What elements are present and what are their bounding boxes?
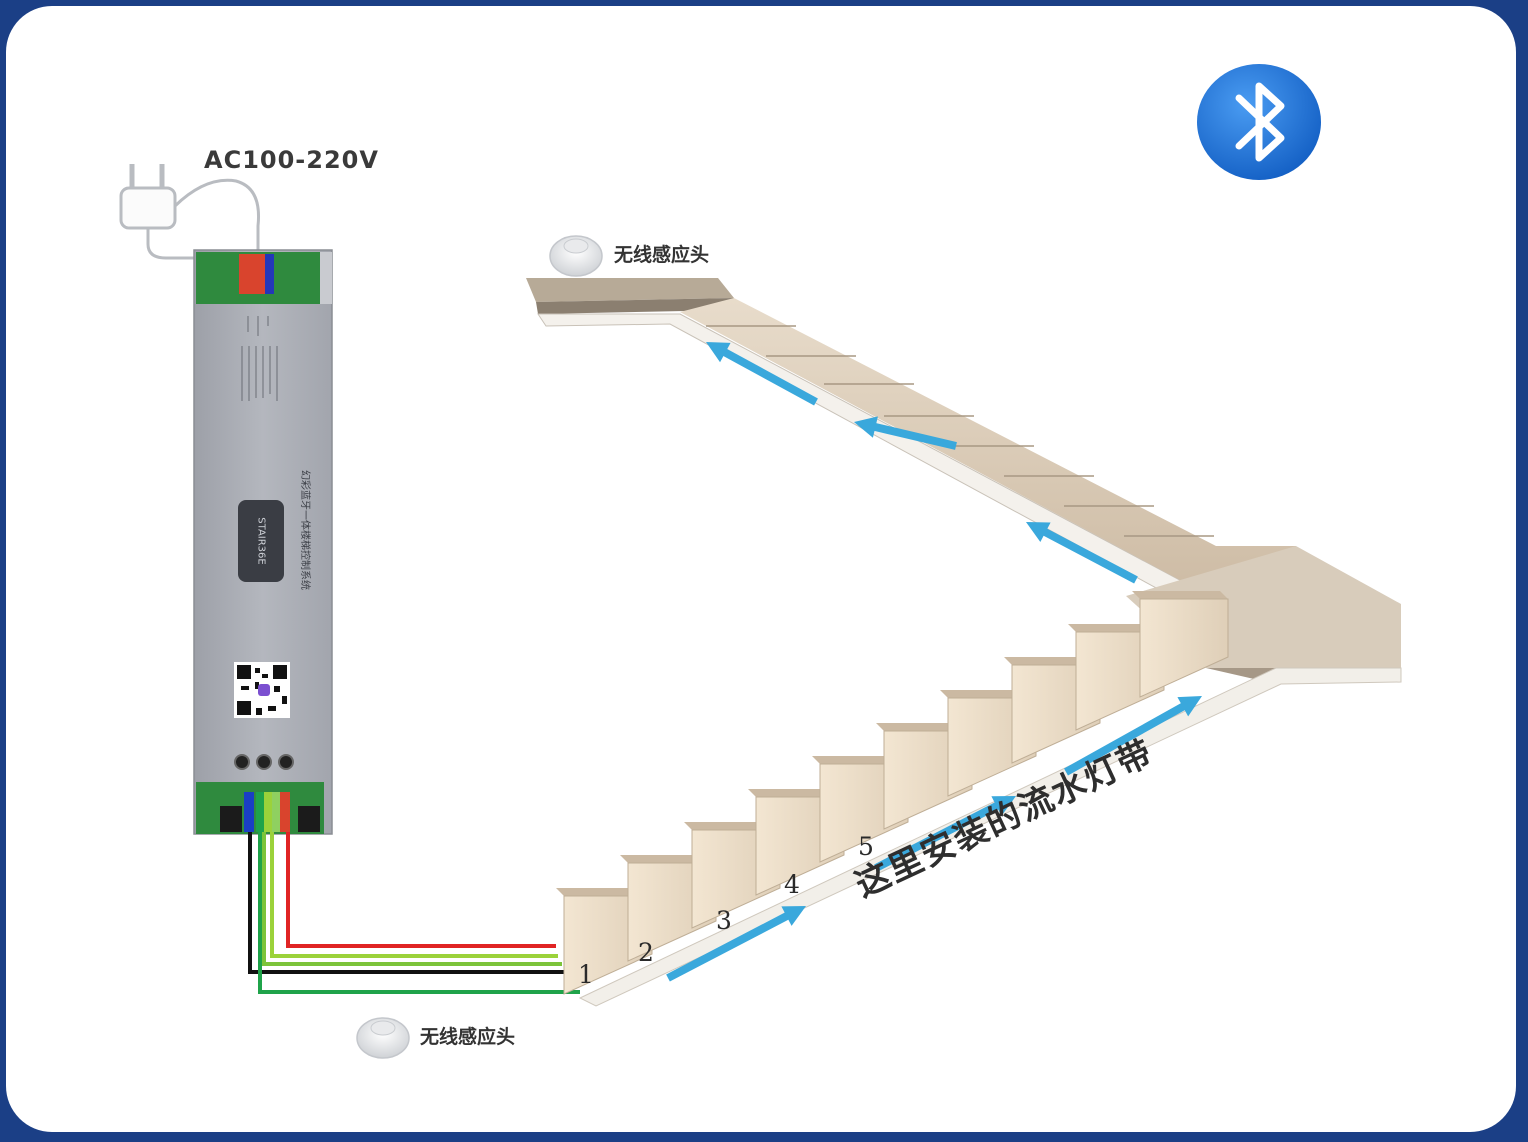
sensor-label-bottom: 无线感应头	[420, 1026, 516, 1048]
step-number: 5	[858, 832, 874, 861]
flow-arrow	[705, 342, 818, 406]
model-badge: STAIR36E	[238, 500, 284, 582]
flow-arrow	[1064, 695, 1203, 776]
lower-staircase	[556, 591, 1402, 1007]
controller-button-3	[278, 754, 294, 770]
model-name: STAIR36E	[255, 517, 267, 565]
controller-button-2	[256, 754, 272, 770]
step-number: 1	[578, 960, 594, 989]
diagram-frame: AC100-220V 无线感应头 无线感应头 这里安装的流水灯带 STAIR36…	[6, 6, 1516, 1132]
flow-arrow	[666, 906, 806, 982]
qr-code-icon	[234, 662, 290, 718]
sensor-label-top: 无线感应头	[614, 244, 710, 266]
motion-sensor-icon	[356, 1017, 410, 1059]
step-riser	[1139, 598, 1229, 698]
motion-sensor-icon	[549, 235, 603, 277]
controller-side-text: 幻彩蓝牙一体楼梯控制系统	[299, 470, 310, 590]
led-flow-arrows	[666, 342, 1203, 982]
wiring-scene	[119, 64, 1402, 1059]
step-tread	[1132, 591, 1228, 599]
step-number: 4	[784, 870, 800, 899]
voltage-label: AC100-220V	[204, 146, 379, 174]
flow-arrow	[1025, 522, 1138, 584]
flow-arrow	[854, 416, 957, 450]
controller-button-1	[234, 754, 250, 770]
signal-wires	[248, 832, 580, 994]
flow-arrow	[874, 795, 1017, 872]
step-number: 2	[638, 938, 654, 967]
spec-text-block	[241, 316, 278, 401]
bluetooth-icon	[1197, 64, 1321, 180]
power-plug-icon	[119, 164, 261, 260]
step-number: 3	[716, 906, 732, 935]
